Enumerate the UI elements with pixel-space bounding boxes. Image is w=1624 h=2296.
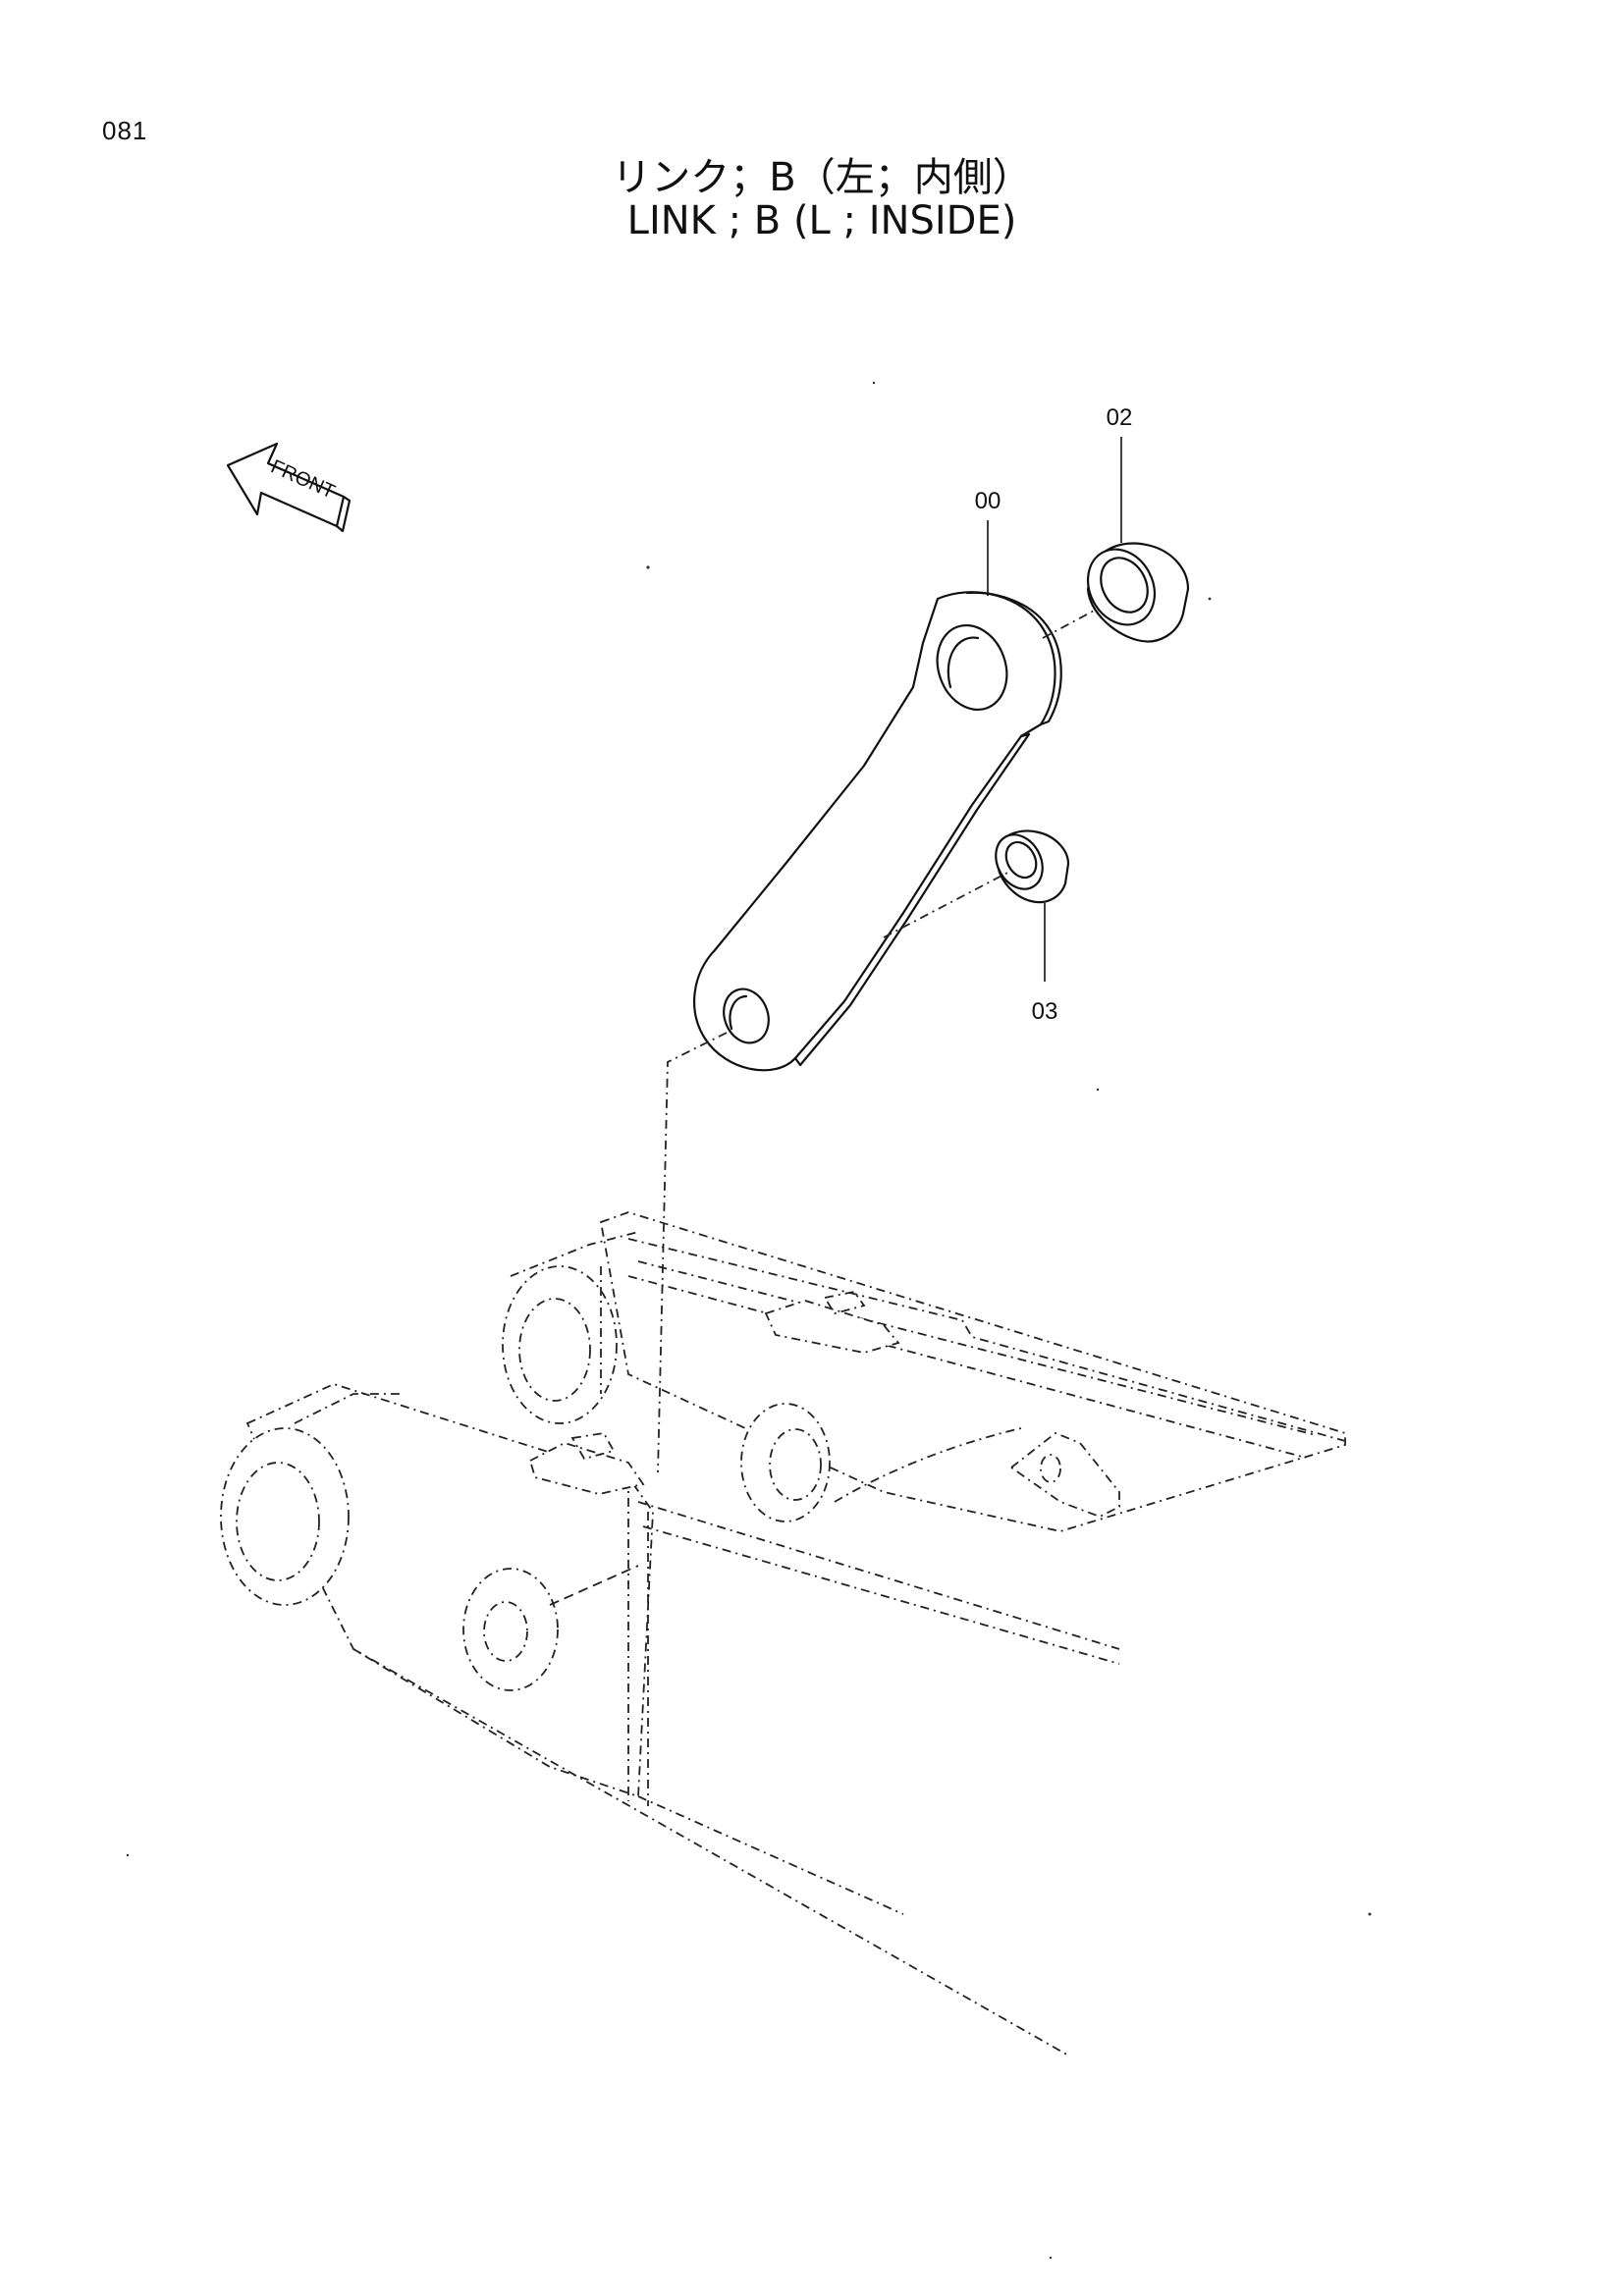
callout-03-label: 03 xyxy=(1032,998,1058,1025)
page-number: 081 xyxy=(102,116,148,145)
callout-02-label: 02 xyxy=(1107,404,1133,431)
callout-03: 03 xyxy=(1032,903,1058,1025)
title-japanese: リンク；B（左；内側） xyxy=(612,155,1032,200)
bushing-small-part xyxy=(995,829,1070,904)
callout-00: 00 xyxy=(975,488,1001,596)
assembly-centerlines xyxy=(657,608,1099,1473)
front-arrow-icon: FRONT xyxy=(226,442,352,533)
link-part xyxy=(693,591,1062,1072)
arm-phantom-outline xyxy=(220,1211,1346,2057)
callout-02: 02 xyxy=(1107,404,1133,543)
callout-00-label: 00 xyxy=(975,488,1001,514)
title-english: LINK ; B (L ; INSIDE) xyxy=(626,198,1017,243)
print-specks xyxy=(126,381,1372,2260)
bushing-large-part xyxy=(1086,542,1190,643)
